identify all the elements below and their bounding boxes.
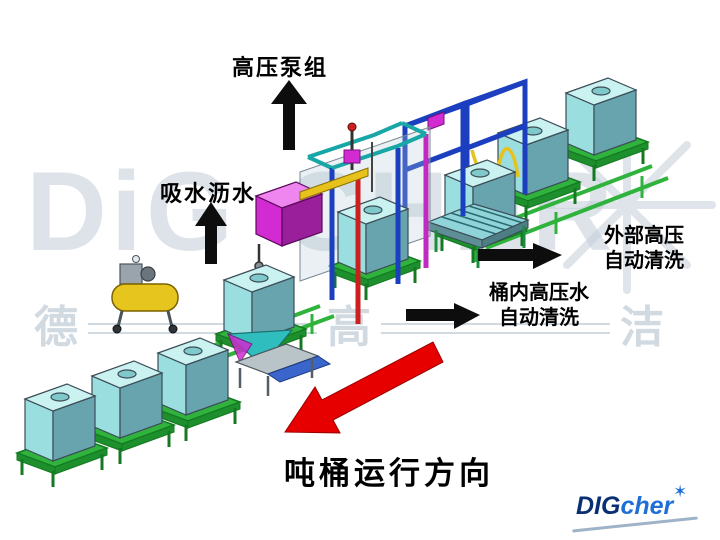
wash-cage-rear [307, 121, 427, 170]
label-external-clean-line1: 外部高压 [604, 225, 684, 247]
sprayer-unit [343, 122, 361, 170]
label-absorb-drain: 吸水沥水 [160, 176, 256, 208]
logo-star-icon: ✶ [673, 482, 688, 501]
logo-text-cher: cher [620, 492, 674, 520]
wash-cage-front [329, 132, 429, 324]
label-external-clean: 外部高压 自动清洗 [584, 224, 704, 274]
label-internal-clean: 桶内高压水 自动清洗 [468, 281, 610, 331]
label-internal-clean-line1: 桶内高压水 [489, 282, 589, 304]
label-internal-clean-line2: 自动清洗 [499, 307, 579, 329]
ibc-tote [328, 195, 422, 302]
label-pump-group-text: 高压泵组 [232, 55, 329, 80]
yellow-duct [299, 167, 369, 201]
up-arrow-absorb-drain [195, 202, 227, 264]
watermark-char-mid: 高 [327, 303, 371, 352]
label-external-clean-line2: 自动清洗 [604, 250, 684, 272]
logo-text-dig: DIG [576, 492, 621, 520]
gantry-frame-rear [462, 78, 528, 218]
red-direction-arrow [284, 341, 444, 434]
drain-hopper [226, 329, 332, 396]
up-arrow-pump-group [271, 80, 307, 150]
ibc-tote [15, 382, 109, 489]
ibc-tote [556, 76, 650, 183]
watermark-char-left: 德 [34, 303, 78, 352]
watermark-chinese-row: 德 高 洁 [34, 306, 664, 350]
air-compressor [111, 255, 179, 334]
label-direction-text: 吨桶运行方向 [284, 456, 494, 491]
watermark-char-right: 洁 [620, 303, 664, 352]
label-pump-group: 高压泵组 [232, 50, 328, 82]
right-arrow-internal-clean [406, 303, 480, 329]
gantry-top-unit [427, 111, 445, 131]
label-direction: 吨桶运行方向 [284, 448, 494, 493]
digcher-logo: DIG cher ✶ [572, 483, 698, 533]
watermark-brand-part1: DiG [26, 149, 238, 274]
right-arrow-external-clean [478, 243, 562, 269]
watermark-dash-line [381, 322, 610, 334]
magenta-chamber [254, 181, 324, 247]
label-absorb-drain-text: 吸水沥水 [160, 181, 257, 206]
watermark-dash-line [88, 322, 317, 334]
